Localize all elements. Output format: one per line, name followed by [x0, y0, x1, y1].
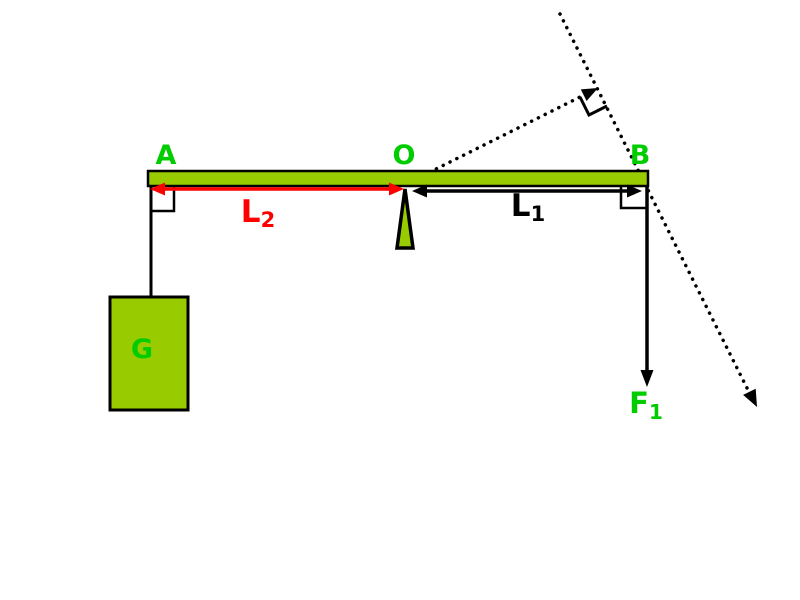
- label-l2: L2: [241, 194, 275, 232]
- label-f1-main: F: [629, 386, 649, 420]
- label-point-o-text: O: [393, 140, 416, 171]
- label-point-o: O: [393, 140, 416, 171]
- label-f1-sub: 1: [649, 400, 663, 424]
- right-angle-mark-intersection: [578, 96, 608, 118]
- l1-arrowhead-right: [627, 184, 642, 198]
- f1-arrowhead: [640, 370, 654, 387]
- force-line-arrowhead: [743, 388, 757, 407]
- label-weight-g-text: G: [131, 334, 153, 365]
- weight-box: [108, 295, 190, 412]
- moment-arm-dotted-line: [414, 92, 588, 181]
- label-f1: F1: [629, 386, 663, 424]
- moment-arm-arrowhead: [580, 88, 598, 101]
- label-point-a-text: A: [156, 140, 177, 171]
- l2-arrowhead-right: [389, 182, 404, 196]
- label-l1: L1: [511, 188, 545, 226]
- label-point-b: B: [630, 140, 651, 171]
- label-l2-main: L: [241, 194, 261, 230]
- label-l1-main: L: [511, 188, 531, 224]
- label-point-b-text: B: [630, 140, 651, 171]
- label-weight-g: G: [131, 334, 153, 365]
- l1-arrowhead-left: [412, 184, 427, 198]
- fulcrum-triangle: [394, 188, 416, 250]
- label-l1-sub: 1: [531, 202, 546, 226]
- label-l2-sub: 2: [261, 208, 276, 232]
- label-point-a: A: [156, 140, 177, 171]
- lever-beam: [146, 169, 650, 188]
- l2-arrowhead-left: [150, 182, 165, 196]
- right-angle-mark-a: [151, 187, 176, 213]
- force-line-of-action-dotted: [558, 12, 752, 396]
- right-angle-mark-b: [619, 187, 646, 210]
